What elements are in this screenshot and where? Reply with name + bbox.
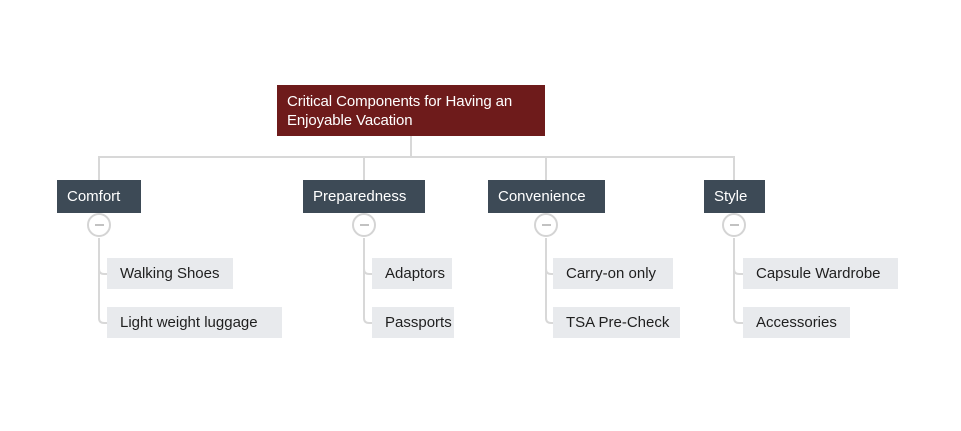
connector-comfort-children xyxy=(98,238,107,324)
subtopic-accessories[interactable]: Accessories xyxy=(743,307,850,338)
minus-icon xyxy=(729,224,739,226)
collapse-toggle-preparedness[interactable] xyxy=(352,213,376,237)
subtopic-label: Adaptors xyxy=(385,265,446,282)
branch-topic-style-label: Style xyxy=(714,188,748,205)
subtopic-label: Capsule Wardrobe xyxy=(756,265,881,282)
connector-style-children xyxy=(733,238,743,324)
subtopic-adaptors[interactable]: Adaptors xyxy=(372,258,452,289)
root-topic-label: Critical Components for Having an Enjoya… xyxy=(287,92,513,129)
branch-topic-convenience-label: Convenience xyxy=(498,188,586,205)
connector-preparedness-children xyxy=(363,238,372,324)
branch-topic-style[interactable]: Style xyxy=(704,180,765,213)
subtopic-light-weight-luggage[interactable]: Light weight luggage xyxy=(107,307,282,338)
branch-topic-convenience[interactable]: Convenience xyxy=(488,180,605,213)
minus-icon xyxy=(94,224,104,226)
subtopic-label: Passports xyxy=(385,314,452,331)
minus-icon xyxy=(359,224,369,226)
branch-topic-preparedness-label: Preparedness xyxy=(313,188,407,205)
branch-topic-preparedness[interactable]: Preparedness xyxy=(303,180,425,213)
collapse-toggle-comfort[interactable] xyxy=(87,213,111,237)
subtopic-label: Accessories xyxy=(756,314,837,331)
subtopic-label: Walking Shoes xyxy=(120,265,220,282)
connector-convenience-children xyxy=(545,238,553,324)
subtopic-label: TSA Pre-Check xyxy=(566,314,670,331)
subtopic-tsa-pre-check[interactable]: TSA Pre-Check xyxy=(553,307,680,338)
subtopic-capsule-wardrobe[interactable]: Capsule Wardrobe xyxy=(743,258,898,289)
subtopic-walking-shoes[interactable]: Walking Shoes xyxy=(107,258,233,289)
minus-icon xyxy=(541,224,551,226)
root-topic[interactable]: Critical Components for Having an Enjoya… xyxy=(277,85,545,136)
subtopic-label: Carry-on only xyxy=(566,265,657,282)
branch-topic-comfort[interactable]: Comfort xyxy=(57,180,141,213)
branch-topic-comfort-label: Comfort xyxy=(67,188,121,205)
collapse-toggle-style[interactable] xyxy=(722,213,746,237)
collapse-toggle-convenience[interactable] xyxy=(534,213,558,237)
subtopic-label: Light weight luggage xyxy=(120,314,258,331)
connector-root-bus xyxy=(98,136,735,180)
subtopic-passports[interactable]: Passports xyxy=(372,307,454,338)
subtopic-carry-on-only[interactable]: Carry-on only xyxy=(553,258,673,289)
